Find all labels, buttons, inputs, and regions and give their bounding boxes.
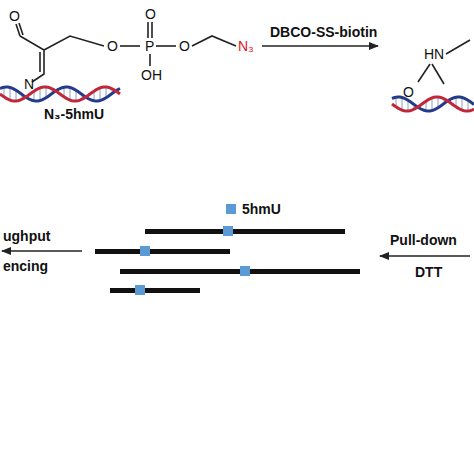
atom-label: O — [403, 84, 414, 100]
atom-label: O — [179, 38, 190, 54]
step-label: Pull-down — [390, 232, 457, 248]
legend-swatch — [226, 204, 236, 214]
atom-label: O — [107, 38, 118, 54]
legend-text: 5hmU — [242, 201, 281, 217]
azide-label: N₃ — [238, 38, 254, 54]
dna-fragments — [95, 226, 360, 295]
atom-label: O — [145, 6, 156, 22]
process-arrow — [2, 250, 82, 252]
compound-name: N₃-5hmU — [44, 106, 104, 122]
atom-label: O — [9, 8, 20, 24]
dna-helix — [0, 87, 120, 101]
reagent-label: DBCO-SS-biotin — [270, 24, 377, 40]
atom-label: OH — [141, 67, 162, 83]
atom-label: HN — [424, 46, 444, 62]
uracil-structure — [16, 22, 236, 82]
step-label: DTT — [415, 264, 442, 280]
product-structure — [418, 40, 470, 84]
atom-label: P — [145, 38, 154, 54]
reaction-arrow — [262, 45, 378, 47]
atom-label: N — [24, 76, 34, 92]
step-label: ughput — [3, 228, 50, 244]
process-arrow — [380, 255, 470, 257]
step-label: encing — [3, 258, 48, 274]
